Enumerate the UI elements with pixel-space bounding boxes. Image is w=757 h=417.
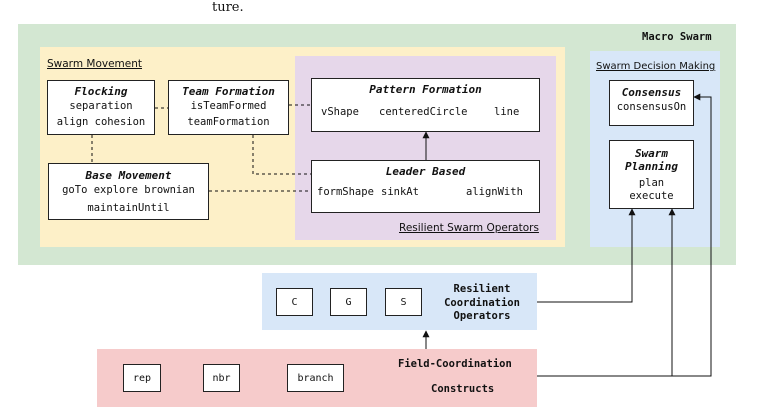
construct-nbr: nbr [203, 364, 240, 392]
leader-align-with: alignWith [466, 186, 523, 198]
pattern-line: line [494, 106, 520, 118]
leader-form-shape: formShape [317, 186, 374, 198]
resilient-coordination-label: Resilient Coordination Operators [430, 283, 534, 324]
team-formation-box: Team Formation isTeamFormed teamFormatio… [168, 80, 289, 135]
pattern-centered-circle: centeredCircle [379, 106, 468, 118]
dash-team-leader [252, 135, 311, 175]
construct-branch: branch [287, 364, 344, 392]
coordination-op-c: C [276, 288, 313, 316]
construct-rep: rep [123, 364, 161, 392]
caption-fragment: ture. [212, 0, 244, 15]
coordination-op-s: S [385, 288, 422, 316]
leader-based-title: Leader Based [385, 165, 466, 178]
arrow-field-consensus [672, 93, 712, 377]
arrow-field-planning [537, 208, 676, 377]
swarm-decision-making-label: Swarm Decision Making [596, 61, 716, 72]
team-formation-line1: isTeamFormed [190, 100, 267, 112]
coordination-op-g: G [330, 288, 367, 316]
base-movement-box: Base Movement goTo explore brownian main… [48, 163, 209, 220]
swarm-planning-line1: plan [638, 177, 665, 189]
resilient-coordination-label-2: Coordination [444, 296, 520, 309]
resilient-coordination-label-3: Operators [453, 310, 511, 322]
pattern-formation-box: Pattern Formation vShape centeredCircle … [311, 78, 540, 132]
resilient-swarm-operators-label: Resilient Swarm Operators [399, 222, 539, 234]
pattern-formation-title: Pattern Formation [369, 83, 482, 96]
field-coordination-label-2: Constructs [431, 383, 495, 395]
flocking-title: Flocking [74, 85, 128, 98]
resilient-coordination-label-1: Resilient [453, 283, 511, 295]
team-formation-title: Team Formation [182, 85, 275, 98]
swarm-planning-box: Swarm Planning plan execute [609, 140, 694, 209]
consensus-line1: consensusOn [616, 101, 687, 113]
pattern-vshape: vShape [321, 106, 359, 118]
leader-based-box: Leader Based formShape sinkAt alignWith [311, 160, 540, 213]
flocking-box: Flocking separation align cohesion [47, 80, 155, 135]
leader-sink-at: sinkAt [381, 186, 419, 198]
base-movement-title: Base Movement [85, 169, 172, 182]
swarm-movement-label: Swarm Movement [47, 58, 143, 70]
team-formation-line2: teamFormation [187, 116, 270, 128]
field-coordination-label-1: Field-Coordination [398, 358, 512, 370]
swarm-planning-title1: Swarm [634, 147, 669, 160]
macro-swarm-label: Macro Swarm [642, 31, 712, 43]
swarm-planning-title2: Planning [625, 160, 678, 173]
arrow-coordination-planning [537, 208, 636, 303]
consensus-title: Consensus [621, 86, 682, 99]
swarm-planning-line2: execute [629, 190, 674, 202]
base-movement-line1: goTo explore brownian [62, 184, 195, 196]
flocking-line1: separation [69, 100, 133, 112]
flocking-line2: align cohesion [56, 116, 146, 128]
consensus-box: Consensus consensusOn [609, 80, 694, 126]
base-movement-line2: maintainUntil [87, 202, 170, 214]
